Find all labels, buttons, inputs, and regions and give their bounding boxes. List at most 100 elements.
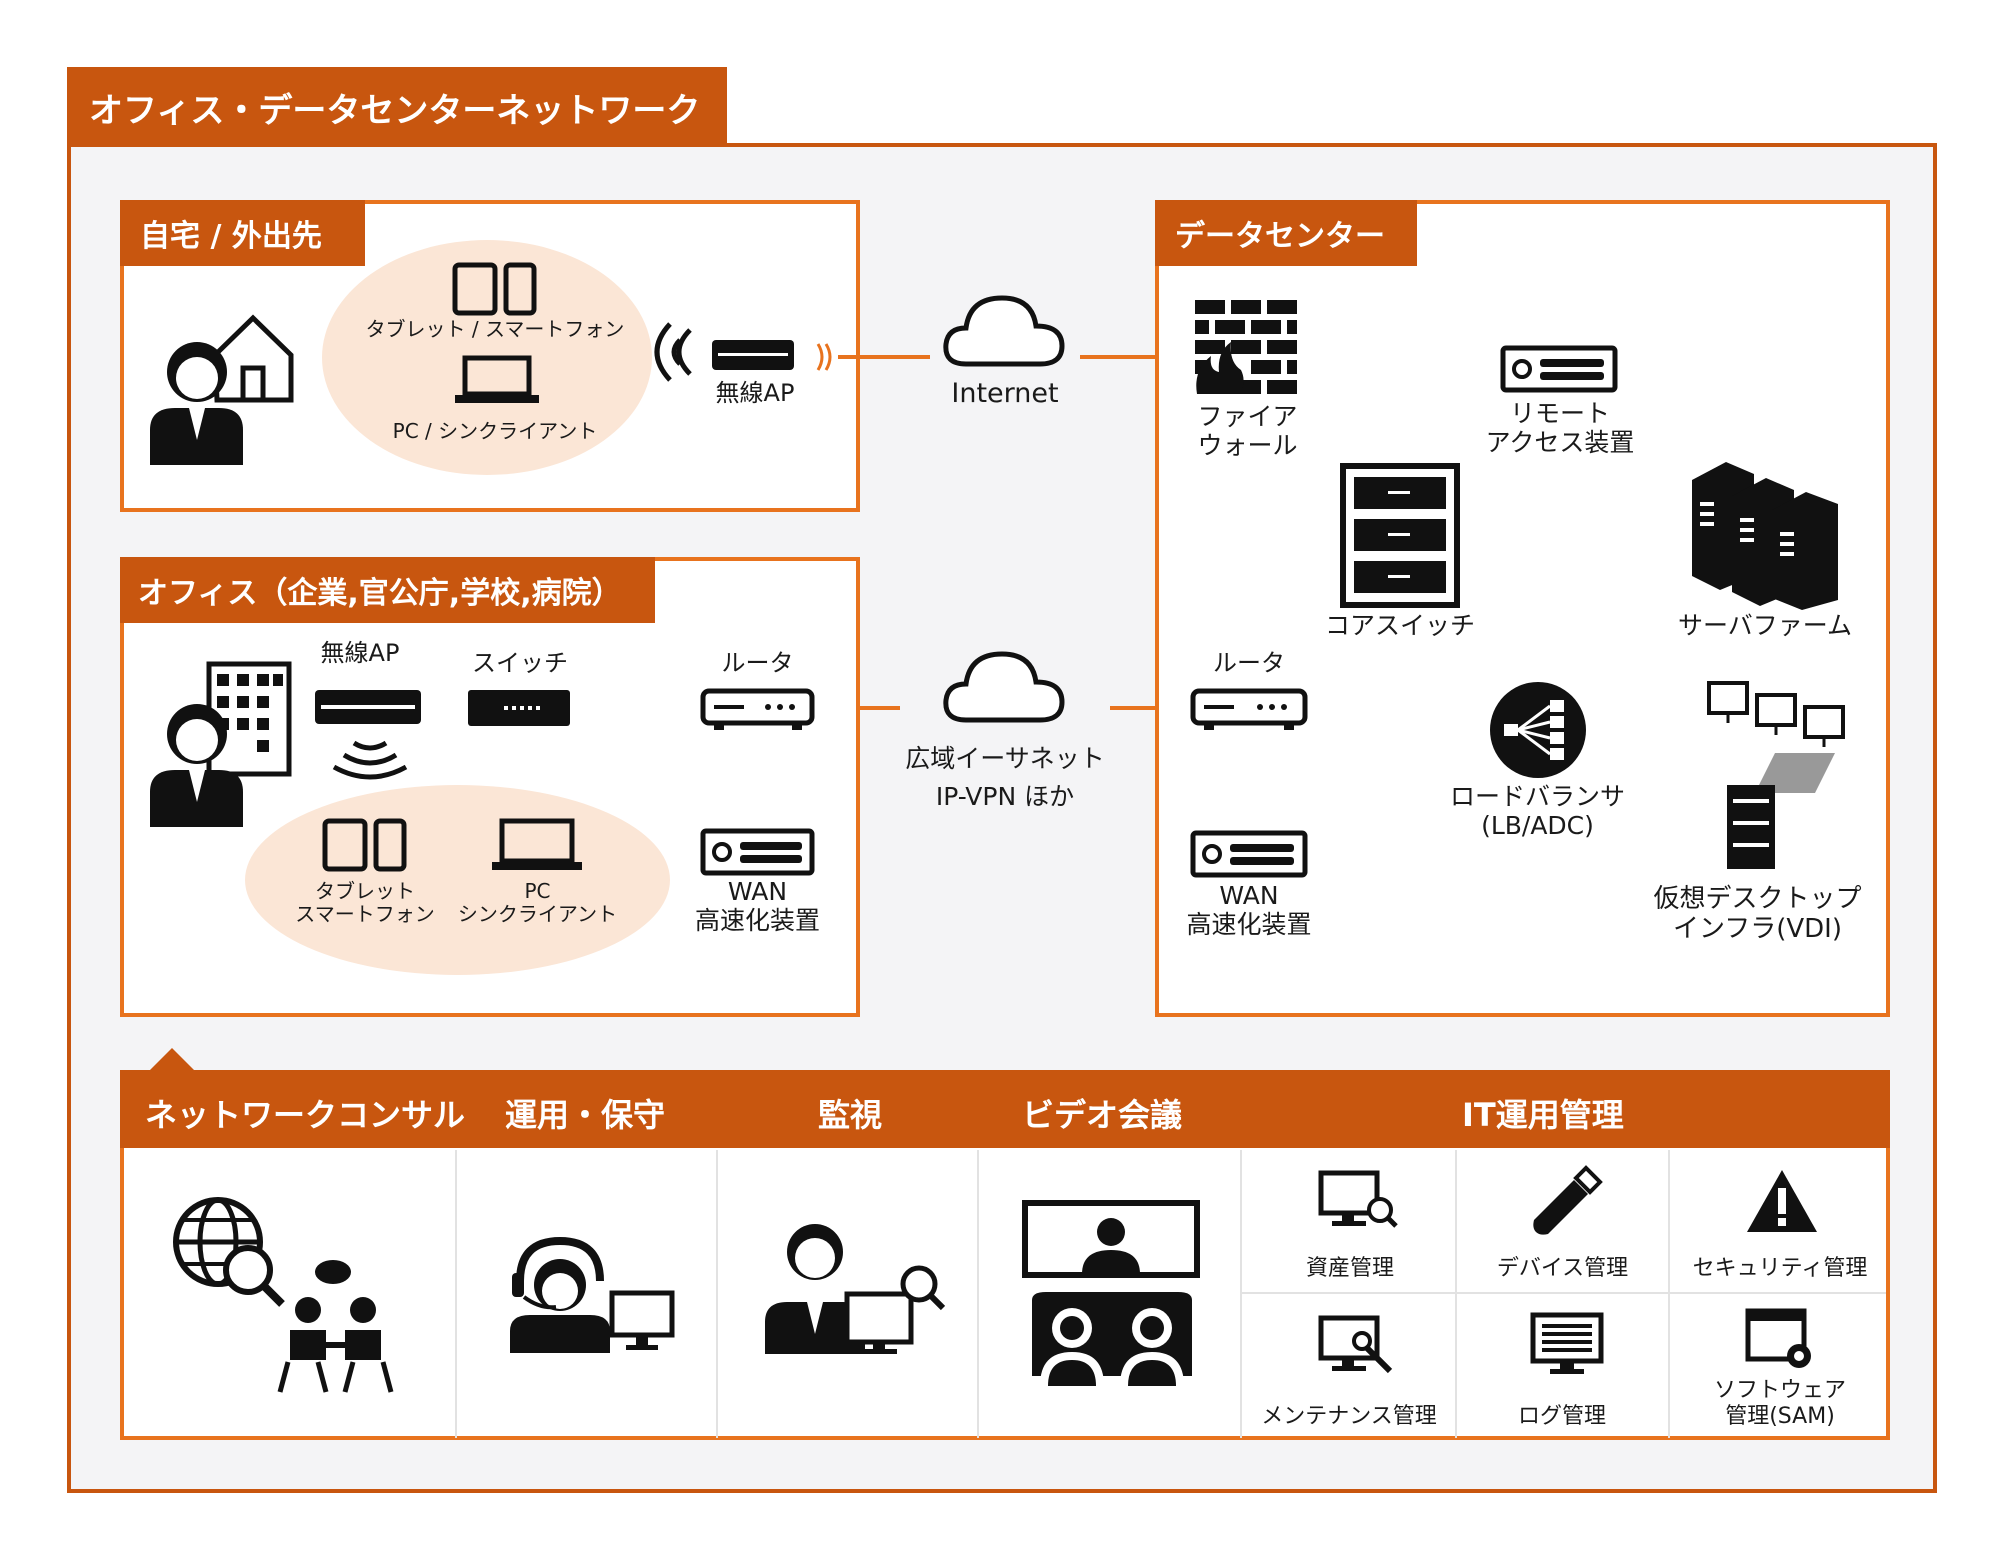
office-tablet-label: タブレット スマートフォン bbox=[285, 880, 445, 926]
firewall-label-2: ウォール bbox=[1197, 430, 1298, 460]
wan-cloud-label: 広域イーサネット IP-VPN ほか bbox=[890, 740, 1120, 815]
security-warning-icon bbox=[1747, 1170, 1817, 1232]
log-management-label: ログ管理 bbox=[1517, 1404, 1606, 1429]
server-farm-label: サーバファーム bbox=[1677, 611, 1852, 640]
remote-access-icon bbox=[1500, 345, 1618, 393]
core-switch-icon bbox=[1340, 463, 1460, 608]
dc-wan-accelerator-icon bbox=[1190, 830, 1308, 878]
office-user-icon bbox=[150, 661, 292, 827]
tablet-phone-icon bbox=[452, 262, 537, 316]
home-tablet-label: タブレット / スマートフォン bbox=[365, 317, 625, 341]
home-ap-label: 無線AP bbox=[715, 379, 795, 407]
divider bbox=[716, 1150, 718, 1438]
service-video-title: ビデオ会議 bbox=[1022, 1096, 1183, 1134]
software-management-icon bbox=[1745, 1308, 1811, 1368]
internet-label: Internet bbox=[951, 378, 1059, 409]
maintenance-management-label: メンテナンス管理 bbox=[1261, 1404, 1437, 1429]
office-pc-label: PC シンクライアント bbox=[450, 880, 625, 926]
dc-router-label: ルータ bbox=[1213, 649, 1285, 677]
consulting-icon bbox=[173, 1197, 394, 1393]
home-user-icon bbox=[150, 314, 294, 465]
security-management-label: セキュリティ管理 bbox=[1692, 1256, 1868, 1281]
office-tablet-label-2: スマートフォン bbox=[295, 902, 435, 926]
office-title: オフィス（企業,官公庁,学校,病院） bbox=[138, 576, 622, 611]
datacenter-title: データセンター bbox=[1175, 219, 1385, 254]
firewall-icon bbox=[1195, 300, 1297, 394]
monitoring-icon bbox=[765, 1224, 946, 1354]
load-balancer-label-2: (LB/ADC) bbox=[1481, 810, 1594, 840]
service-it-title: IT運用管理 bbox=[1462, 1096, 1624, 1134]
load-balancer-label: ロードバランサ (LB/ADC) bbox=[1430, 782, 1645, 841]
vdi-label-1: 仮想デスクトップ bbox=[1653, 884, 1862, 914]
maintenance-management-icon bbox=[1318, 1315, 1393, 1374]
dc-wan-label-2: 高速化装置 bbox=[1186, 909, 1312, 939]
dc-router-icon bbox=[1190, 688, 1308, 730]
vdi-label-2: インフラ(VDI) bbox=[1673, 913, 1842, 944]
vdi-label: 仮想デスクトップ インフラ(VDI) bbox=[1640, 884, 1875, 945]
firewall-label: ファイア ウォール bbox=[1190, 402, 1305, 461]
vdi-icon bbox=[1707, 681, 1845, 869]
office-wifi-signal-icon bbox=[332, 740, 408, 780]
asset-management-label: 資産管理 bbox=[1305, 1256, 1394, 1281]
services-body bbox=[120, 1148, 1890, 1440]
internet-cloud-icon bbox=[943, 295, 1065, 367]
datacenter-panel bbox=[1155, 200, 1890, 1017]
page-title-tab: オフィス・データセンターネットワーク bbox=[67, 67, 727, 147]
home-ap-device-icon bbox=[712, 340, 794, 370]
office-ap-device-icon bbox=[315, 690, 421, 724]
video-conference-icon bbox=[1022, 1200, 1200, 1386]
office-title-tab: オフィス（企業,官公庁,学校,病院） bbox=[120, 557, 655, 623]
service-monitor-title: 監視 bbox=[818, 1096, 883, 1134]
dc-wan-label: WAN 高速化装置 bbox=[1170, 881, 1328, 940]
office-wan-label-1: WAN bbox=[727, 877, 788, 906]
remote-access-label-1: リモート bbox=[1509, 399, 1610, 428]
office-tablet-phone-icon bbox=[322, 818, 407, 872]
services-header-bar bbox=[120, 1070, 1890, 1148]
service-consult-title: ネットワークコンサル bbox=[145, 1096, 466, 1134]
software-management-label-1: ソフトウェア bbox=[1713, 1378, 1846, 1403]
divider bbox=[1240, 1150, 1242, 1438]
office-switch-label: スイッチ bbox=[472, 649, 568, 677]
wifi-signal-icon bbox=[654, 322, 692, 382]
page-title: オフィス・データセンターネットワーク bbox=[89, 90, 701, 131]
wan-cloud-label-2: IP-VPN ほか bbox=[935, 781, 1075, 811]
divider bbox=[455, 1150, 457, 1438]
service-ops-title: 運用・保守 bbox=[505, 1096, 666, 1134]
office-wan-accelerator-icon bbox=[700, 828, 815, 876]
load-balancer-label-1: ロードバランサ bbox=[1449, 782, 1625, 811]
device-management-label: デバイス管理 bbox=[1496, 1256, 1629, 1281]
log-management-icon bbox=[1530, 1312, 1604, 1374]
services-pointer bbox=[148, 1048, 196, 1072]
firewall-label-1: ファイア bbox=[1197, 402, 1298, 431]
office-router-icon bbox=[700, 688, 815, 730]
operations-support-icon bbox=[510, 1236, 675, 1353]
server-farm-icon bbox=[1692, 462, 1838, 610]
divider bbox=[1242, 1292, 1886, 1294]
office-wan-label: WAN 高速化装置 bbox=[680, 877, 835, 936]
dc-wan-label-1: WAN bbox=[1219, 881, 1279, 910]
core-switch-label: コアスイッチ bbox=[1324, 611, 1475, 640]
office-ap-label: 無線AP bbox=[320, 639, 400, 667]
remote-access-label-2: アクセス装置 bbox=[1485, 427, 1635, 457]
office-router-label: ルータ bbox=[721, 649, 794, 677]
software-management-label-2: 管理(SAM) bbox=[1725, 1404, 1835, 1430]
device-management-icon bbox=[1533, 1165, 1603, 1235]
divider bbox=[1668, 1150, 1670, 1438]
laptop-icon bbox=[455, 355, 539, 403]
wan-cloud-icon bbox=[943, 651, 1065, 723]
office-wan-label-2: 高速化装置 bbox=[694, 905, 820, 935]
software-management-label: ソフトウェア 管理(SAM) bbox=[1672, 1378, 1888, 1431]
home-wifi-waves-orange bbox=[816, 343, 832, 371]
home-pc-label: PC / シンクライアント bbox=[392, 419, 598, 443]
office-pc-label-2: シンクライアント bbox=[457, 902, 618, 926]
wan-cloud-label-1: 広域イーサネット bbox=[905, 744, 1105, 773]
office-pc-label-1: PC bbox=[524, 879, 551, 903]
office-devices-oval bbox=[245, 785, 670, 975]
office-tablet-label-1: タブレット bbox=[315, 879, 415, 903]
datacenter-title-tab: データセンター bbox=[1155, 200, 1417, 266]
divider bbox=[977, 1150, 979, 1438]
load-balancer-icon bbox=[1490, 682, 1586, 778]
switch-icon bbox=[468, 690, 570, 726]
home-title-tab: 自宅 / 外出先 bbox=[120, 200, 365, 266]
asset-management-icon bbox=[1318, 1170, 1398, 1228]
